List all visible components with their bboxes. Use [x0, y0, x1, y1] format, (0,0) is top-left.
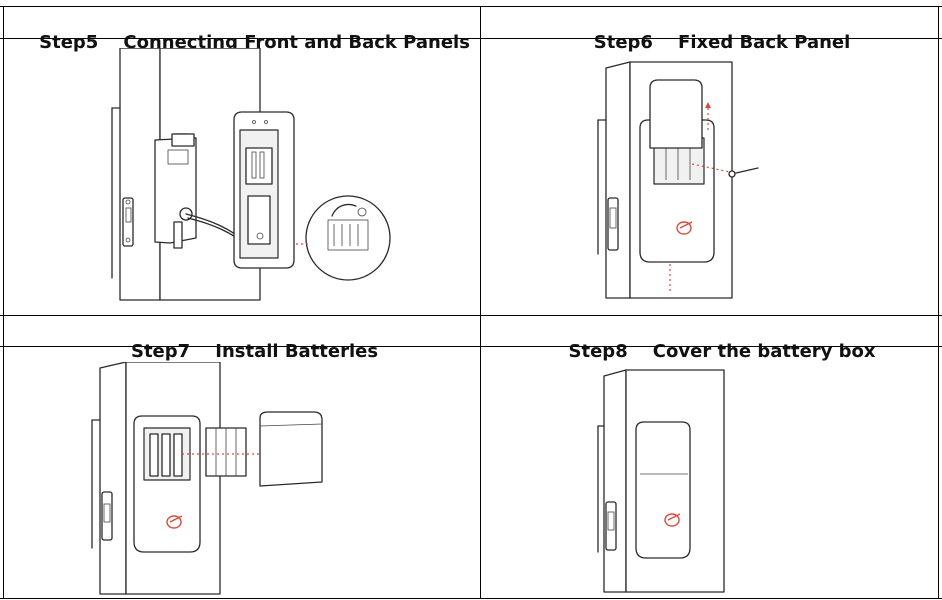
thumbturn-icon [664, 513, 680, 527]
latch-plate [605, 501, 617, 551]
connector-zoom [305, 195, 391, 281]
step8-title: Cover the battery box [652, 341, 876, 362]
thumbturn-icon [676, 221, 692, 235]
step8-label: Step8 [568, 341, 628, 362]
table-border-header1 [0, 38, 942, 39]
back-panel [635, 421, 691, 559]
door-edge [605, 61, 631, 299]
battery-cover [259, 411, 323, 487]
door-edge [99, 362, 127, 595]
table-border-left [3, 6, 4, 599]
thumbturn-icon [166, 515, 182, 529]
step6-label: Step6 [593, 32, 653, 53]
step7-header: Step7 Install Batteries [4, 319, 480, 385]
step6-title: Fixed Back Panel [678, 32, 851, 53]
table-border-mid [0, 315, 942, 316]
arrow-up-icon [705, 102, 711, 108]
step8-header: Step8 Cover the battery box [481, 319, 938, 385]
table-border-bottom [0, 598, 942, 599]
step6-header: Step6 Fixed Back Panel [481, 10, 938, 76]
table-border-center [480, 6, 481, 599]
step7-label: Step7 [130, 341, 191, 362]
step8-illustration [597, 369, 725, 593]
step6-illustration [597, 61, 759, 299]
step5-label: Step5 [39, 32, 99, 53]
door-edge [119, 48, 161, 301]
latch-plate [607, 197, 619, 251]
step7-title: Install Batteries [215, 341, 379, 362]
door-edge [603, 369, 627, 593]
latch-plate [101, 491, 113, 541]
step7-illustration [91, 362, 323, 595]
screw-icon [728, 170, 736, 178]
battery-cover [649, 79, 703, 149]
table-border-header2 [0, 346, 942, 347]
step5-illustration [111, 48, 391, 301]
table-border-right [938, 6, 939, 599]
table-border-top [0, 6, 942, 7]
